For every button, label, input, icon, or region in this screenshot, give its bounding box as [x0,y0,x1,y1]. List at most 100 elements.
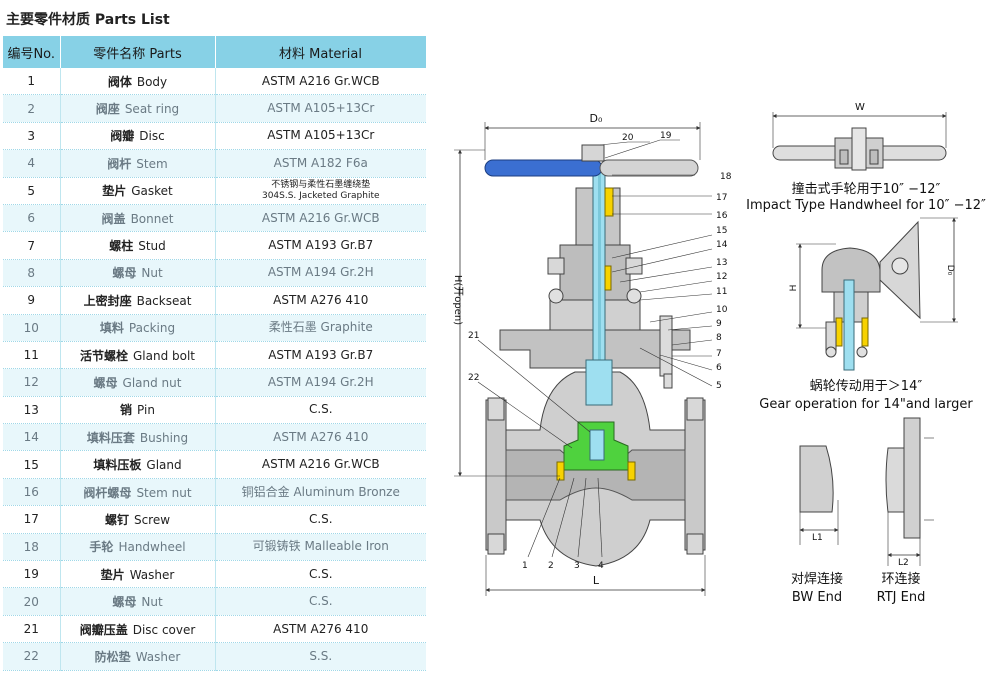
part-name-cn: 填料压套 [86,430,135,445]
callout-19: 19 [660,131,672,141]
part-name-en: Handwheel [118,540,186,555]
part-no: 6 [3,204,61,233]
part-no: 20 [3,587,61,616]
part-name-cn: 螺钉 [104,512,129,527]
part-name-cn: 阀杆 [107,156,132,171]
part-material: S.S. [215,642,426,671]
callout-9: 9 [716,319,722,329]
callout-15: 15 [716,226,727,236]
dim-l-label: L [593,574,600,587]
part-name: 螺钉 Screw [60,505,216,534]
part-no: 9 [3,286,61,315]
impact-caption-cn: 撞击式手轮用于10″ −12″ [792,182,941,197]
part-name-en: Bonnet [130,211,174,226]
part-name-cn: 上密封座 [83,293,132,308]
part-material: ASTM A105+13Cr [215,94,426,123]
part-material: ASTM A193 Gr.B7 [215,231,426,260]
part-name-en: Stud [138,239,166,254]
gear-operator-figure: H D₀ [789,217,958,371]
part-name-en: Washer [135,649,181,664]
part-name: 垫片 Gasket [60,177,216,205]
part-material: 柔性石墨 Graphite [215,314,426,342]
part-name-en: Bushing [139,430,189,445]
part-no: 21 [3,615,61,644]
part-no: 1 [3,68,61,96]
callout-2: 2 [548,561,554,571]
part-name: 填料压套 Bushing [60,423,216,452]
gear-dim-h-label: H [789,285,799,292]
stem-nut [604,187,614,217]
part-name-cn: 垫片 [100,567,125,582]
rtj-dim-label: L2 [898,558,909,568]
dim-do-label: D₀ [590,112,603,125]
part-no: 5 [3,177,61,205]
part-name-en: Gland [146,458,182,473]
callout-16: 16 [716,211,728,221]
part-no: 19 [3,560,61,589]
header-no: 编号No. [3,36,61,68]
callout-7: 7 [716,349,722,359]
dim-h-label: H(开open) [452,275,463,325]
part-material: ASTM A193 Gr.B7 [215,341,426,370]
callout-11: 11 [716,287,727,297]
bw-end-figure: L1 [799,445,839,545]
part-no: 7 [3,231,61,260]
part-no: 2 [3,94,61,123]
part-material: ASTM A276 410 [215,615,426,644]
table-row: 15 填料压板 Gland ASTM A216 Gr.WCB [3,450,426,479]
part-material: 可锻铸铁 Malleable Iron [215,533,426,562]
part-name-en: Nut [141,595,163,610]
rtj-end-figure: L2 [885,417,934,568]
part-no: 15 [3,450,61,479]
part-no: 3 [3,122,61,151]
callout-3: 3 [574,561,580,571]
table-row: 9 上密封座 Backseat ASTM A276 410 [3,286,426,315]
part-name-en: Packing [128,321,176,336]
part-name-cn: 活节螺栓 [79,348,128,363]
part-material: C.S. [215,505,426,534]
part-material: ASTM A276 410 [215,286,426,315]
part-name-cn: 填料压板 [93,458,142,473]
handwheel [484,159,603,177]
rtj-caption-cn: 环连接 [881,571,920,587]
part-no: 8 [3,259,61,288]
callout-17: 17 [716,193,727,203]
gear-caption-en: Gear operation for 14"and larger [759,397,973,412]
part-no: 17 [3,505,61,534]
part-material: ASTM A216 Gr.WCB [215,450,426,479]
part-no: 10 [3,314,61,342]
part-name-cn: 手轮 [89,540,114,555]
part-name-cn: 垫片 [102,184,127,199]
part-name-en: Backseat [136,293,192,308]
part-name-en: Stem nut [136,485,192,500]
callout-12: 12 [716,272,727,282]
part-no: 12 [3,368,61,397]
part-name-en: Gasket [131,184,173,199]
part-name-cn: 防松垫 [94,649,131,664]
part-name-en: Screw [133,512,171,527]
part-name: 填料压板 Gland [60,450,216,479]
bw-dim-label: L1 [812,533,823,543]
callout-20: 20 [622,133,634,143]
callout-8: 8 [716,333,722,343]
